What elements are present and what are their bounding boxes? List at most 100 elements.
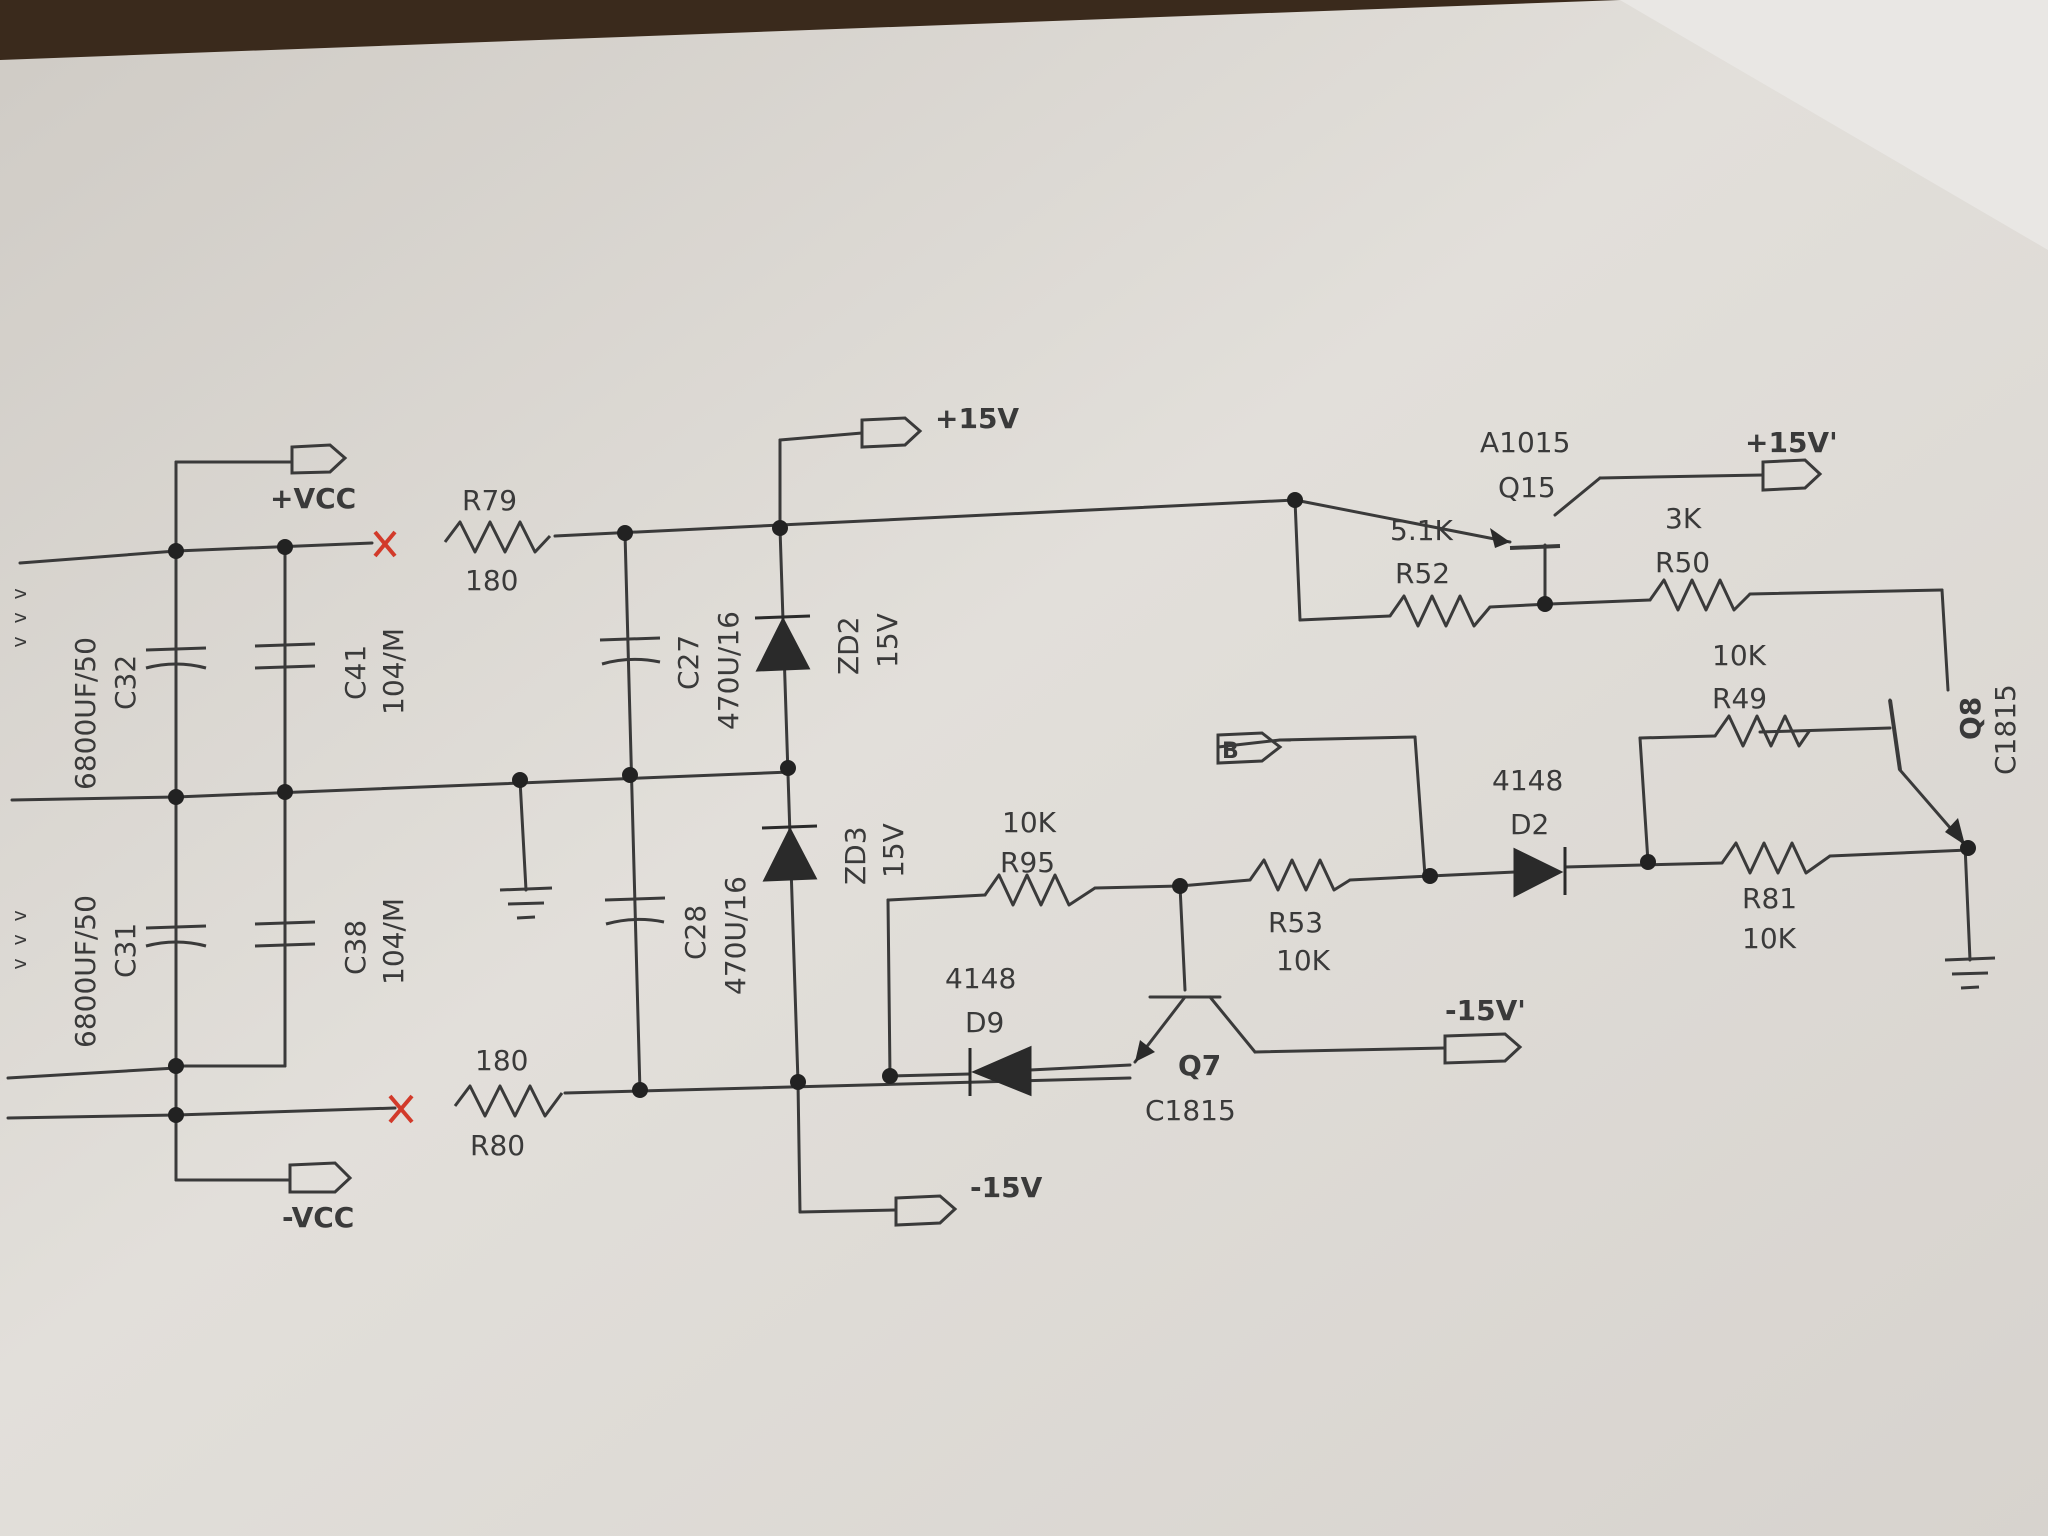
- label-plus-15v-prime: +15V': [1745, 426, 1838, 459]
- r81-ref: R81: [1742, 882, 1797, 915]
- edge-marks-top: v v v: [7, 588, 31, 648]
- c32-value: 6800UF/50: [69, 637, 102, 790]
- c41-symbol: [254, 642, 316, 670]
- zd3-symbol: [761, 824, 818, 882]
- r81-value: 10K: [1742, 922, 1797, 955]
- port-minus-vcc-shape: [288, 1161, 353, 1194]
- label-minus-vcc: -VCC: [282, 1201, 354, 1234]
- c32-ref: C32: [109, 655, 142, 710]
- r53-value: 10K: [1276, 944, 1331, 977]
- r53-symbol: [1248, 858, 1351, 892]
- c32-symbol: [145, 646, 207, 670]
- r50-value: 3K: [1665, 502, 1702, 535]
- junction-dots: [168, 492, 1976, 1123]
- cut-marks: [373, 530, 414, 1124]
- c27-ref: C27: [672, 635, 705, 690]
- port-plus-15v-prime-shape: [1761, 458, 1823, 492]
- label-plus-15v: +15V: [935, 402, 1019, 435]
- r50-ref: R50: [1655, 546, 1710, 579]
- d2-ref: D2: [1510, 808, 1549, 841]
- c31-symbol: [145, 924, 207, 948]
- c31-value: 6800UF/50: [69, 895, 102, 1048]
- c38-ref: C38: [339, 920, 372, 975]
- r49-value: 10K: [1712, 639, 1767, 672]
- q8-ref: Q8: [1954, 697, 1987, 740]
- q7-arrow-icon: [1135, 1040, 1155, 1062]
- r81-symbol: [1720, 841, 1831, 875]
- c41-ref: C41: [339, 645, 372, 700]
- diodes: [754, 614, 1567, 1097]
- zd3-ref: ZD3: [839, 826, 872, 885]
- ground-right-symbol: [1944, 956, 1996, 990]
- port-plus-vcc-shape: [290, 443, 348, 475]
- c27-value: 470U/16: [712, 611, 745, 730]
- zd2-value: 15V: [871, 613, 904, 668]
- port-b-shape: [1216, 731, 1283, 765]
- edge-marks-bottom: v v v: [7, 910, 31, 970]
- edge-marks: v v v v v v: [7, 588, 31, 970]
- cut-mark-top-icon: [373, 530, 397, 558]
- capacitors: [145, 636, 666, 948]
- c28-symbol: [604, 896, 666, 926]
- ports: [288, 416, 1823, 1227]
- zd2-ref: ZD2: [832, 616, 865, 675]
- label-minus-15v-prime: -15V': [1445, 994, 1526, 1027]
- r49-symbol: [1713, 714, 1812, 748]
- r95-value: 10K: [1002, 806, 1057, 839]
- r80-symbol: [453, 1084, 564, 1118]
- r95-symbol: [983, 873, 1096, 907]
- r50-symbol: [1648, 578, 1752, 612]
- q8-value: C1815: [1989, 684, 2022, 775]
- r52-symbol: [1388, 594, 1492, 628]
- q7-ref: Q7: [1178, 1049, 1221, 1082]
- q15-value: A1015: [1480, 426, 1570, 459]
- q7-value: C1815: [1145, 1094, 1236, 1127]
- wires: [6, 431, 1972, 1214]
- c28-ref: C28: [679, 905, 712, 960]
- port-minus-15v-shape: [894, 1194, 958, 1227]
- r80-value: 180: [475, 1044, 528, 1077]
- label-plus-vcc: +VCC: [270, 482, 356, 515]
- ground-left-symbol: [499, 886, 553, 920]
- q15-arrow-icon: [1490, 528, 1510, 548]
- c28-value: 470U/16: [719, 876, 752, 995]
- zd3-value: 15V: [877, 823, 910, 878]
- d9-symbol: [968, 1045, 1032, 1097]
- q15-ref: Q15: [1498, 471, 1556, 504]
- r49-ref: R49: [1712, 682, 1767, 715]
- r52-ref: R52: [1395, 557, 1450, 590]
- r52-value: 5.1K: [1390, 514, 1454, 547]
- port-minus-15v-prime-shape: [1443, 1032, 1523, 1065]
- c27-symbol: [599, 636, 661, 666]
- paper-fold: [1620, 0, 2048, 250]
- d9-value: 4148: [945, 962, 1016, 995]
- c38-value: 104/M: [377, 898, 410, 985]
- d2-value: 4148: [1492, 764, 1563, 797]
- r79-value: 180: [465, 564, 518, 597]
- label-b: B: [1222, 739, 1239, 764]
- label-minus-15v: -15V: [970, 1171, 1043, 1204]
- q8-arrow-icon: [1945, 818, 1965, 845]
- r95-ref: R95: [1000, 846, 1055, 879]
- d2-symbol: [1513, 847, 1567, 898]
- r79-ref: R79: [462, 484, 517, 517]
- ground-symbols: [499, 886, 1996, 990]
- r53-ref: R53: [1268, 906, 1323, 939]
- c31-ref: C31: [109, 923, 142, 978]
- port-plus-15v-shape: [860, 416, 923, 449]
- r80-ref: R80: [470, 1129, 525, 1162]
- rotated-labels: 6800UF/50 C32 6800UF/50 C31 C41 104/M C3…: [69, 611, 2022, 1048]
- transistor-bases: [1509, 544, 1902, 771]
- c41-value: 104/M: [377, 628, 410, 715]
- cut-mark-bottom-icon: [388, 1094, 414, 1124]
- d9-ref: D9: [965, 1006, 1004, 1039]
- resistors: [443, 520, 1831, 1118]
- r79-symbol: [443, 520, 552, 554]
- zd2-symbol: [754, 614, 811, 672]
- c38-symbol: [254, 920, 316, 948]
- labels: +VCC -VCC +15V -15V +15V' -15V' B R79 18…: [270, 402, 1838, 1234]
- transistor-arrows: [1135, 528, 1965, 1062]
